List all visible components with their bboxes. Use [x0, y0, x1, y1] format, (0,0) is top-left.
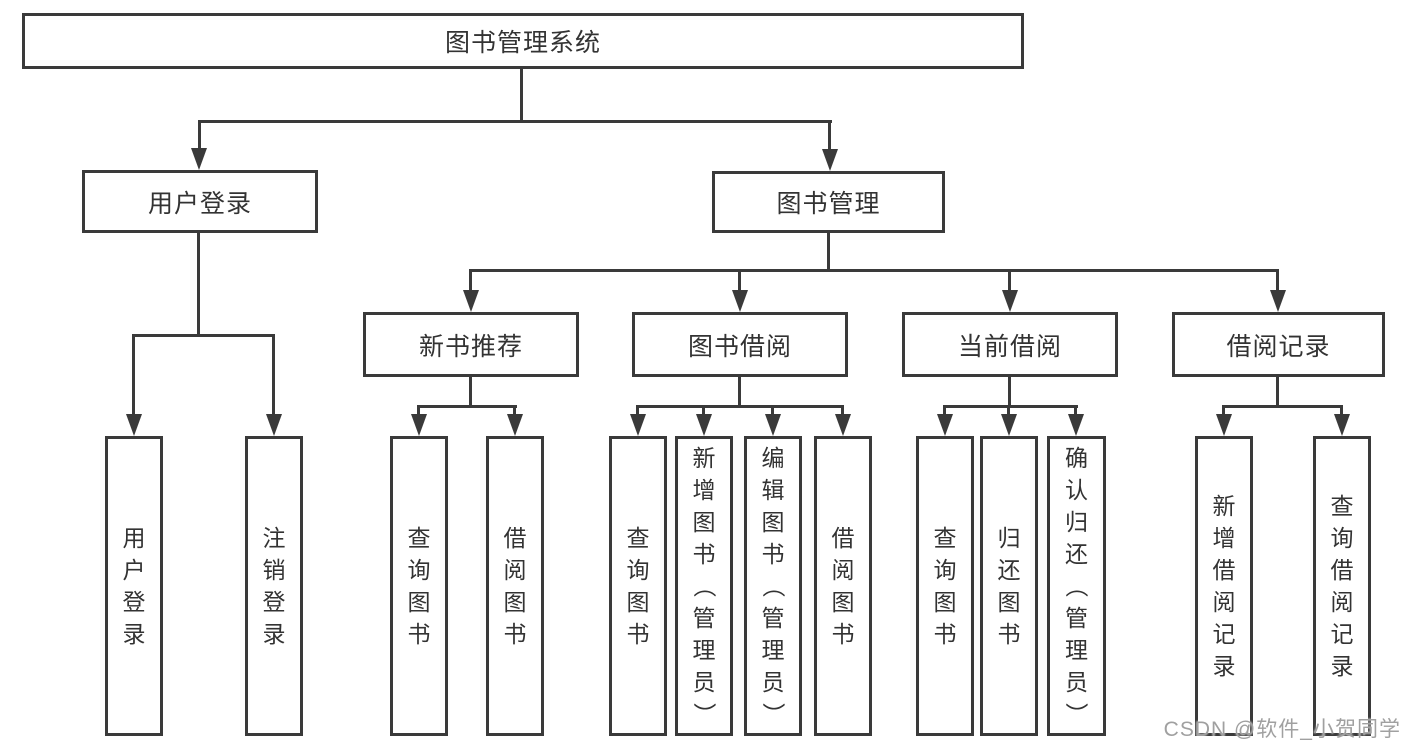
connector-line [469, 269, 1279, 272]
node-label: 用户登录 [147, 189, 252, 218]
node-label: 查询借阅记录 [1330, 493, 1354, 679]
arrow-down-icon [822, 149, 838, 171]
node-label: 当前借阅 [957, 332, 1062, 361]
arrow-down-icon [696, 414, 712, 436]
node-query-books-recommend: 查询图书 [390, 436, 448, 736]
node-label: 编辑图书（管理员） [760, 445, 786, 726]
connector-line [702, 405, 705, 418]
node-book-management: 图书管理 [712, 171, 945, 233]
node-user-login-leaf: 用户登录 [105, 436, 163, 736]
connector-line [841, 405, 844, 418]
connector-line [828, 120, 831, 153]
node-label: 新增借阅记录 [1212, 493, 1236, 679]
connector-line [1222, 405, 1343, 408]
connector-line [1074, 405, 1077, 418]
arrow-down-icon [463, 290, 479, 312]
connector-line [827, 233, 830, 272]
node-edit-book-admin: 编辑图书（管理员） [744, 436, 802, 736]
connector-line [943, 405, 946, 418]
node-query-books-current: 查询图书 [916, 436, 974, 736]
connector-line [943, 405, 1078, 408]
connector-line [1007, 405, 1010, 418]
node-current-borrowing: 当前借阅 [902, 312, 1118, 377]
arrow-down-icon [1002, 290, 1018, 312]
arrow-down-icon [126, 414, 142, 436]
connector-line [198, 120, 832, 123]
connector-line [1276, 269, 1279, 292]
connector-line [636, 405, 639, 418]
arrow-down-icon [507, 414, 523, 436]
connector-line [417, 405, 420, 418]
arrow-down-icon [1334, 414, 1350, 436]
node-label: 归还图书 [997, 525, 1021, 647]
connector-line [771, 405, 774, 418]
node-add-book-admin: 新增图书（管理员） [675, 436, 733, 736]
connector-line [1276, 377, 1279, 408]
connector-line [132, 334, 275, 337]
arrow-down-icon [1270, 290, 1286, 312]
connector-line [1008, 269, 1011, 292]
node-label: 查询图书 [407, 525, 431, 647]
connector-line [132, 334, 135, 415]
node-borrow-books-borrowing: 借阅图书 [814, 436, 872, 736]
arrow-down-icon [937, 414, 953, 436]
node-library-system: 图书管理系统 [22, 13, 1024, 69]
node-label: 图书管理系统 [444, 29, 601, 57]
connector-line [197, 233, 200, 337]
node-label: 注销登录 [262, 525, 286, 647]
node-label: 用户登录 [122, 525, 146, 647]
connector-line [520, 69, 523, 122]
node-logout: 注销登录 [245, 436, 303, 736]
arrow-down-icon [1216, 414, 1232, 436]
arrow-down-icon [630, 414, 646, 436]
node-user-login: 用户登录 [82, 170, 318, 233]
arrow-down-icon [266, 414, 282, 436]
arrow-down-icon [732, 290, 748, 312]
connector-line [272, 334, 275, 415]
node-label: 确认归还（管理员） [1063, 445, 1090, 726]
connector-line [738, 269, 741, 292]
node-label: 查询图书 [626, 525, 650, 647]
node-label: 图书借阅 [687, 332, 792, 361]
node-add-borrow-record: 新增借阅记录 [1195, 436, 1253, 736]
node-label: 借阅图书 [503, 525, 527, 647]
connector-line [636, 405, 844, 408]
node-query-borrow-record: 查询借阅记录 [1313, 436, 1371, 736]
node-return-books: 归还图书 [980, 436, 1038, 736]
connector-line [469, 377, 472, 408]
arrow-down-icon [411, 414, 427, 436]
node-book-borrowing: 图书借阅 [632, 312, 848, 377]
arrow-down-icon [835, 414, 851, 436]
node-borrow-books-recommend: 借阅图书 [486, 436, 544, 736]
connector-line [417, 405, 517, 408]
connector-line [513, 405, 516, 418]
connector-line [198, 120, 201, 152]
arrow-down-icon [1001, 414, 1017, 436]
connector-line [738, 377, 741, 408]
node-query-books-borrowing: 查询图书 [609, 436, 667, 736]
node-label: 图书管理 [776, 190, 881, 218]
node-borrowing-records: 借阅记录 [1172, 312, 1385, 377]
connector-line [1222, 405, 1225, 418]
arrow-down-icon [765, 414, 781, 436]
node-label: 查询图书 [933, 525, 957, 647]
node-new-book-recommendation: 新书推荐 [363, 312, 579, 377]
arrow-down-icon [1068, 414, 1084, 436]
node-label: 借阅记录 [1226, 332, 1331, 361]
node-label: 借阅图书 [831, 525, 855, 647]
node-label: 新增图书（管理员） [691, 445, 717, 726]
connector-line [1008, 377, 1011, 408]
node-label: 新书推荐 [418, 332, 523, 361]
connector-line [1340, 405, 1343, 418]
node-confirm-return-admin: 确认归还（管理员） [1047, 436, 1106, 736]
connector-line [469, 269, 472, 292]
arrow-down-icon [191, 148, 207, 170]
csdn-watermark: CSDN @软件_小贺同学 [1163, 718, 1401, 741]
